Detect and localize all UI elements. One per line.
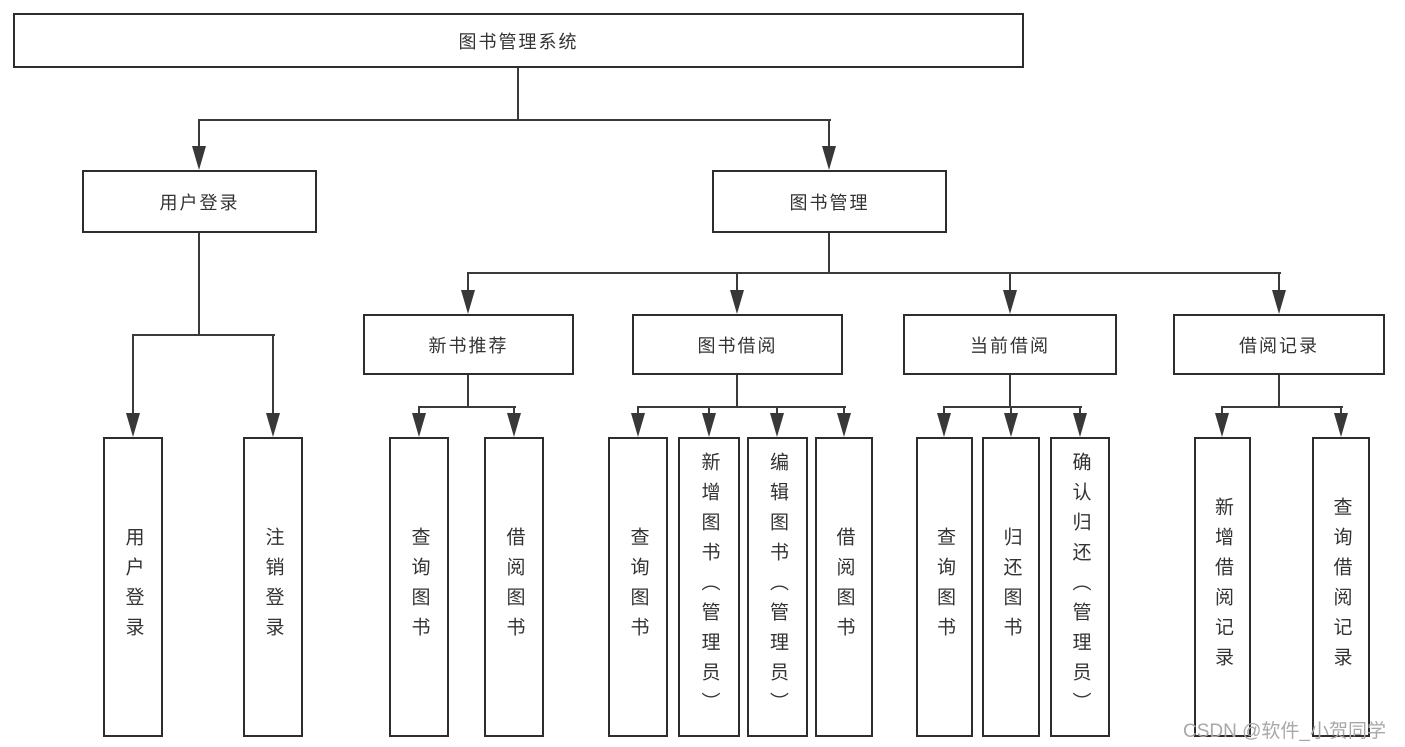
node-user-login: 用户登录 (82, 170, 317, 233)
arrowhead-borrow-books-2 (837, 413, 851, 437)
csdn-watermark: CSDN @软件_小贺同学 (1183, 721, 1386, 742)
node-current-borrow: 当前借阅 (903, 314, 1117, 375)
connector-current-borrow-stub (1009, 375, 1011, 408)
leaf-query-borrow-record-label: 查询借阅记录 (1330, 497, 1352, 677)
arrowhead-book-borrow (730, 290, 744, 314)
arrowhead-current-borrow (1003, 290, 1017, 314)
leaf-query-books-current: 查询图书 (916, 437, 973, 737)
connector-drop-add-borrow-record (1221, 406, 1223, 416)
node-user-login-label: 用户登录 (159, 192, 240, 213)
connector-drop-add-book-admin (708, 406, 710, 416)
node-root: 图书管理系统 (13, 13, 1024, 68)
connector-drop-current-borrow (1009, 272, 1011, 294)
arrowhead-add-borrow-record (1215, 413, 1229, 437)
leaf-user-login: 用户登录 (103, 437, 163, 737)
arrowhead-user-login (192, 146, 206, 170)
connector-drop-confirm-return-admin (1079, 406, 1081, 416)
connector-drop-return-book (1010, 406, 1012, 416)
leaf-logout-label: 注销登录 (262, 527, 284, 647)
leaf-query-books-borrow: 查询图书 (608, 437, 668, 737)
connector-drop-query-books-current (943, 406, 945, 416)
node-new-book-recommend-label: 新书推荐 (428, 335, 509, 356)
node-book-management-label: 图书管理 (789, 192, 870, 213)
connector-borrow-records-stub (1278, 375, 1280, 408)
connector-drop-query-books-recommend (418, 406, 420, 416)
connector-drop-leaf-user-login (132, 334, 134, 416)
leaf-query-books-borrow-label: 查询图书 (627, 527, 649, 647)
leaf-borrow-books-2-label: 借阅图书 (833, 527, 855, 647)
leaf-logout: 注销登录 (243, 437, 303, 737)
node-current-borrow-label: 当前借阅 (970, 335, 1050, 356)
connector-drop-new-book-recommend (467, 272, 469, 294)
connector-book-management-stub (828, 233, 830, 274)
leaf-return-book: 归还图书 (982, 437, 1040, 737)
leaf-query-books-recommend-label: 查询图书 (408, 527, 430, 647)
connector-drop-book-management (828, 119, 830, 151)
connector-level3-rail (467, 272, 1281, 274)
connector-drop-query-borrow-record (1340, 406, 1342, 416)
leaf-confirm-return-admin-label: 确认归还（管理员） (1069, 452, 1091, 722)
connector-drop-borrow-records (1278, 272, 1280, 294)
leaf-borrow-books-recommend-label: 借阅图书 (503, 527, 525, 647)
leaf-add-book-admin-label: 新增图书（管理员） (698, 452, 720, 722)
connector-book-borrow-rail (637, 406, 846, 408)
arrowhead-new-book-recommend (461, 290, 475, 314)
arrowhead-leaf-user-login (126, 413, 140, 437)
leaf-add-borrow-record-label: 新增借阅记录 (1212, 497, 1233, 677)
leaf-query-borrow-record: 查询借阅记录 (1312, 437, 1370, 737)
connector-drop-book-borrow (736, 272, 738, 294)
arrowhead-borrow-records (1272, 290, 1286, 314)
leaf-query-books-recommend: 查询图书 (389, 437, 449, 737)
arrowhead-query-books-borrow (631, 413, 645, 437)
connector-new-book-recommend-rail (418, 406, 516, 408)
connector-drop-edit-book-admin (776, 406, 778, 416)
node-book-borrow: 图书借阅 (632, 314, 843, 375)
connector-root-stub (517, 68, 519, 119)
arrowhead-return-book (1004, 413, 1018, 437)
connector-drop-borrow-books-recommend (513, 406, 515, 416)
arrowhead-confirm-return-admin (1073, 413, 1087, 437)
node-book-borrow-label: 图书借阅 (697, 335, 778, 356)
connector-drop-query-books-borrow (637, 406, 639, 416)
arrowhead-query-borrow-record (1334, 413, 1348, 437)
leaf-add-borrow-record: 新增借阅记录 (1194, 437, 1251, 737)
arrowhead-borrow-books-recommend (507, 413, 521, 437)
arrowhead-query-books-current (937, 413, 951, 437)
node-borrow-records-label: 借阅记录 (1239, 335, 1319, 356)
node-book-management: 图书管理 (712, 170, 947, 233)
connector-drop-borrow-books-2 (843, 406, 845, 416)
leaf-confirm-return-admin: 确认归还（管理员） (1050, 437, 1110, 737)
leaf-query-books-current-label: 查询图书 (934, 527, 955, 647)
leaf-user-login-label: 用户登录 (122, 527, 144, 647)
arrowhead-edit-book-admin (770, 413, 784, 437)
arrowhead-leaf-logout (266, 413, 280, 437)
connector-level2-rail (198, 119, 831, 121)
leaf-edit-book-admin-label: 编辑图书（管理员） (767, 452, 788, 722)
connector-drop-user-login (198, 119, 200, 151)
connector-current-borrow-rail (943, 406, 1082, 408)
node-borrow-records: 借阅记录 (1173, 314, 1385, 375)
connector-user-login-rail (132, 334, 275, 336)
connector-new-book-recommend-stub (467, 375, 469, 408)
leaf-borrow-books-recommend: 借阅图书 (484, 437, 544, 737)
connector-user-login-stub (198, 233, 200, 336)
leaf-return-book-label: 归还图书 (1000, 527, 1022, 647)
leaf-borrow-books-2: 借阅图书 (815, 437, 873, 737)
arrowhead-book-management (822, 146, 836, 170)
arrowhead-add-book-admin (702, 413, 716, 437)
connector-book-borrow-stub (736, 375, 738, 408)
connector-borrow-records-rail (1221, 406, 1343, 408)
node-root-label: 图书管理系统 (458, 31, 579, 52)
node-new-book-recommend: 新书推荐 (363, 314, 574, 375)
leaf-edit-book-admin: 编辑图书（管理员） (747, 437, 808, 737)
leaf-add-book-admin: 新增图书（管理员） (678, 437, 740, 737)
arrowhead-query-books-recommend (412, 413, 426, 437)
connector-drop-leaf-logout (272, 334, 274, 416)
